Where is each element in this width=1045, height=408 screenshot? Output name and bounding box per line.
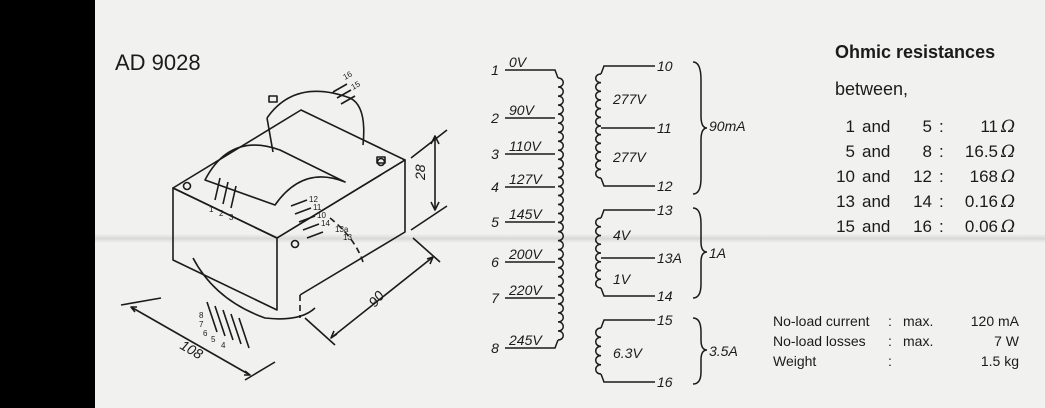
resistance-row: 5 and 8 : 16.5 Ω	[845, 142, 1016, 162]
secondary-voltage-label: 277V	[612, 91, 647, 107]
primary-voltage-label: 200V	[508, 246, 543, 262]
secondary-winding-3	[595, 327, 602, 375]
primary-pin-label: 6	[491, 254, 499, 270]
bottom-pin-label: 5	[211, 335, 216, 344]
primary-pin-label: 5	[491, 214, 499, 230]
top-pin-label: 15	[350, 79, 363, 92]
primary-pin-label: 1	[491, 62, 499, 78]
right-pin-label: 13	[343, 233, 352, 242]
bottom-pin-label: 7	[199, 320, 204, 329]
right-pin-label: 14	[321, 219, 330, 228]
primary-voltage-label: 90V	[509, 102, 536, 118]
side-pin-label: 3	[229, 213, 234, 222]
bolt-back-right	[376, 157, 386, 167]
dim-width	[120, 297, 276, 381]
spec-row: Weight : 1.5 kg	[773, 353, 1019, 369]
primary-pin-label: 3	[491, 146, 499, 162]
top-pin-label: 16	[342, 69, 355, 82]
resistance-subtitle: between,	[835, 79, 909, 99]
bottom-pin-label: 4	[221, 341, 226, 350]
primary-pin-label: 8	[491, 340, 499, 356]
coil-top	[266, 90, 365, 146]
model-number: AD 9028	[115, 50, 201, 75]
bottom-pin-label: 6	[203, 329, 208, 338]
primary-voltage-label: 110V	[509, 138, 542, 154]
spec-row: No-load current : max. 120 mA	[773, 313, 1019, 329]
bolt-front-right	[290, 239, 300, 249]
brace	[692, 317, 708, 385]
ohm-symbol: Ω	[1001, 192, 1016, 212]
primary-voltage-label: 245V	[508, 332, 543, 348]
primary-pin-label: 4	[491, 179, 499, 195]
primary-voltage-label: 127V	[509, 171, 543, 187]
secondary-pin-label: 14	[657, 288, 673, 304]
resistance-title: Ohmic resistances	[835, 42, 996, 62]
brace	[692, 207, 708, 299]
secondary-pin-label: 16	[657, 374, 673, 390]
primary-voltage-label: 220V	[508, 282, 543, 298]
secondary-pin-label: 15	[657, 312, 673, 328]
right-pin-label: 10	[317, 211, 326, 220]
secondary-winding-1	[595, 73, 602, 179]
primary-voltage-label: 0V	[509, 54, 528, 70]
right-pin-label: 12	[309, 195, 318, 204]
right-pin-label: 11	[313, 203, 322, 212]
primary-winding	[557, 77, 564, 341]
current-rating-label: 90mA	[709, 118, 746, 134]
secondary-winding-2	[595, 217, 602, 289]
ohm-symbol: Ω	[1001, 142, 1016, 162]
ohm-symbol: Ω	[1001, 167, 1016, 187]
resistance-row: 10 and 12 : 168 Ω	[836, 167, 1016, 187]
right-pin-label: 13a	[335, 225, 349, 234]
secondary-pin-label: 12	[657, 178, 673, 194]
coil-bottom	[192, 257, 316, 320]
primary-voltage-label: 145V	[509, 206, 543, 222]
secondary-pin-label: 11	[657, 120, 672, 136]
spec-row: No-load losses : max. 7 W	[773, 333, 1019, 349]
resistance-row: 13 and 14 : 0.16 Ω	[836, 192, 1016, 212]
ohm-symbol: Ω	[1001, 217, 1016, 237]
core-right-face	[276, 159, 406, 296]
tabs-top	[332, 83, 356, 105]
secondary-pin-label: 10	[657, 58, 673, 74]
tabs-bottom	[206, 301, 250, 349]
side-pin-label: 2	[219, 209, 224, 218]
dim-height	[410, 129, 448, 231]
primary-pin-label: 2	[490, 110, 499, 126]
secondary-voltage-label: 6.3V	[613, 345, 643, 361]
resistance-row: 1 and 5 : 11 Ω	[845, 117, 1016, 137]
ohm-symbol: Ω	[1001, 117, 1016, 137]
current-rating-label: 1A	[709, 245, 726, 261]
secondary-pin-label: 13	[657, 202, 673, 218]
current-rating-label: 3.5A	[709, 343, 738, 359]
dim-depth-label: 90	[365, 288, 387, 310]
bolt-top	[268, 95, 278, 103]
secondary-pin-label: 13A	[657, 250, 682, 266]
brace	[692, 61, 708, 195]
resistance-row: 15 and 16 : 0.06 Ω	[836, 217, 1016, 237]
secondary-voltage-label: 4V	[613, 227, 632, 243]
primary-pin-label: 7	[491, 290, 500, 306]
dim-width-label: 108	[178, 337, 206, 363]
coil-window	[204, 144, 346, 206]
side-pin-label: 1	[209, 205, 214, 214]
secondary-voltage-label: 1V	[613, 271, 632, 287]
tabs-side-upper	[214, 177, 237, 209]
datasheet-page: 16 15 1 2 3 12 11 10 14 13a 13 8 7 6 5 4…	[95, 0, 1045, 408]
tabs-side-right	[290, 199, 324, 239]
dim-height-label: 28	[412, 164, 428, 181]
core-front-face	[172, 187, 278, 311]
secondary-voltage-label: 277V	[612, 149, 647, 165]
bottom-pin-label: 8	[199, 311, 204, 320]
bolt-front-left	[182, 181, 192, 191]
